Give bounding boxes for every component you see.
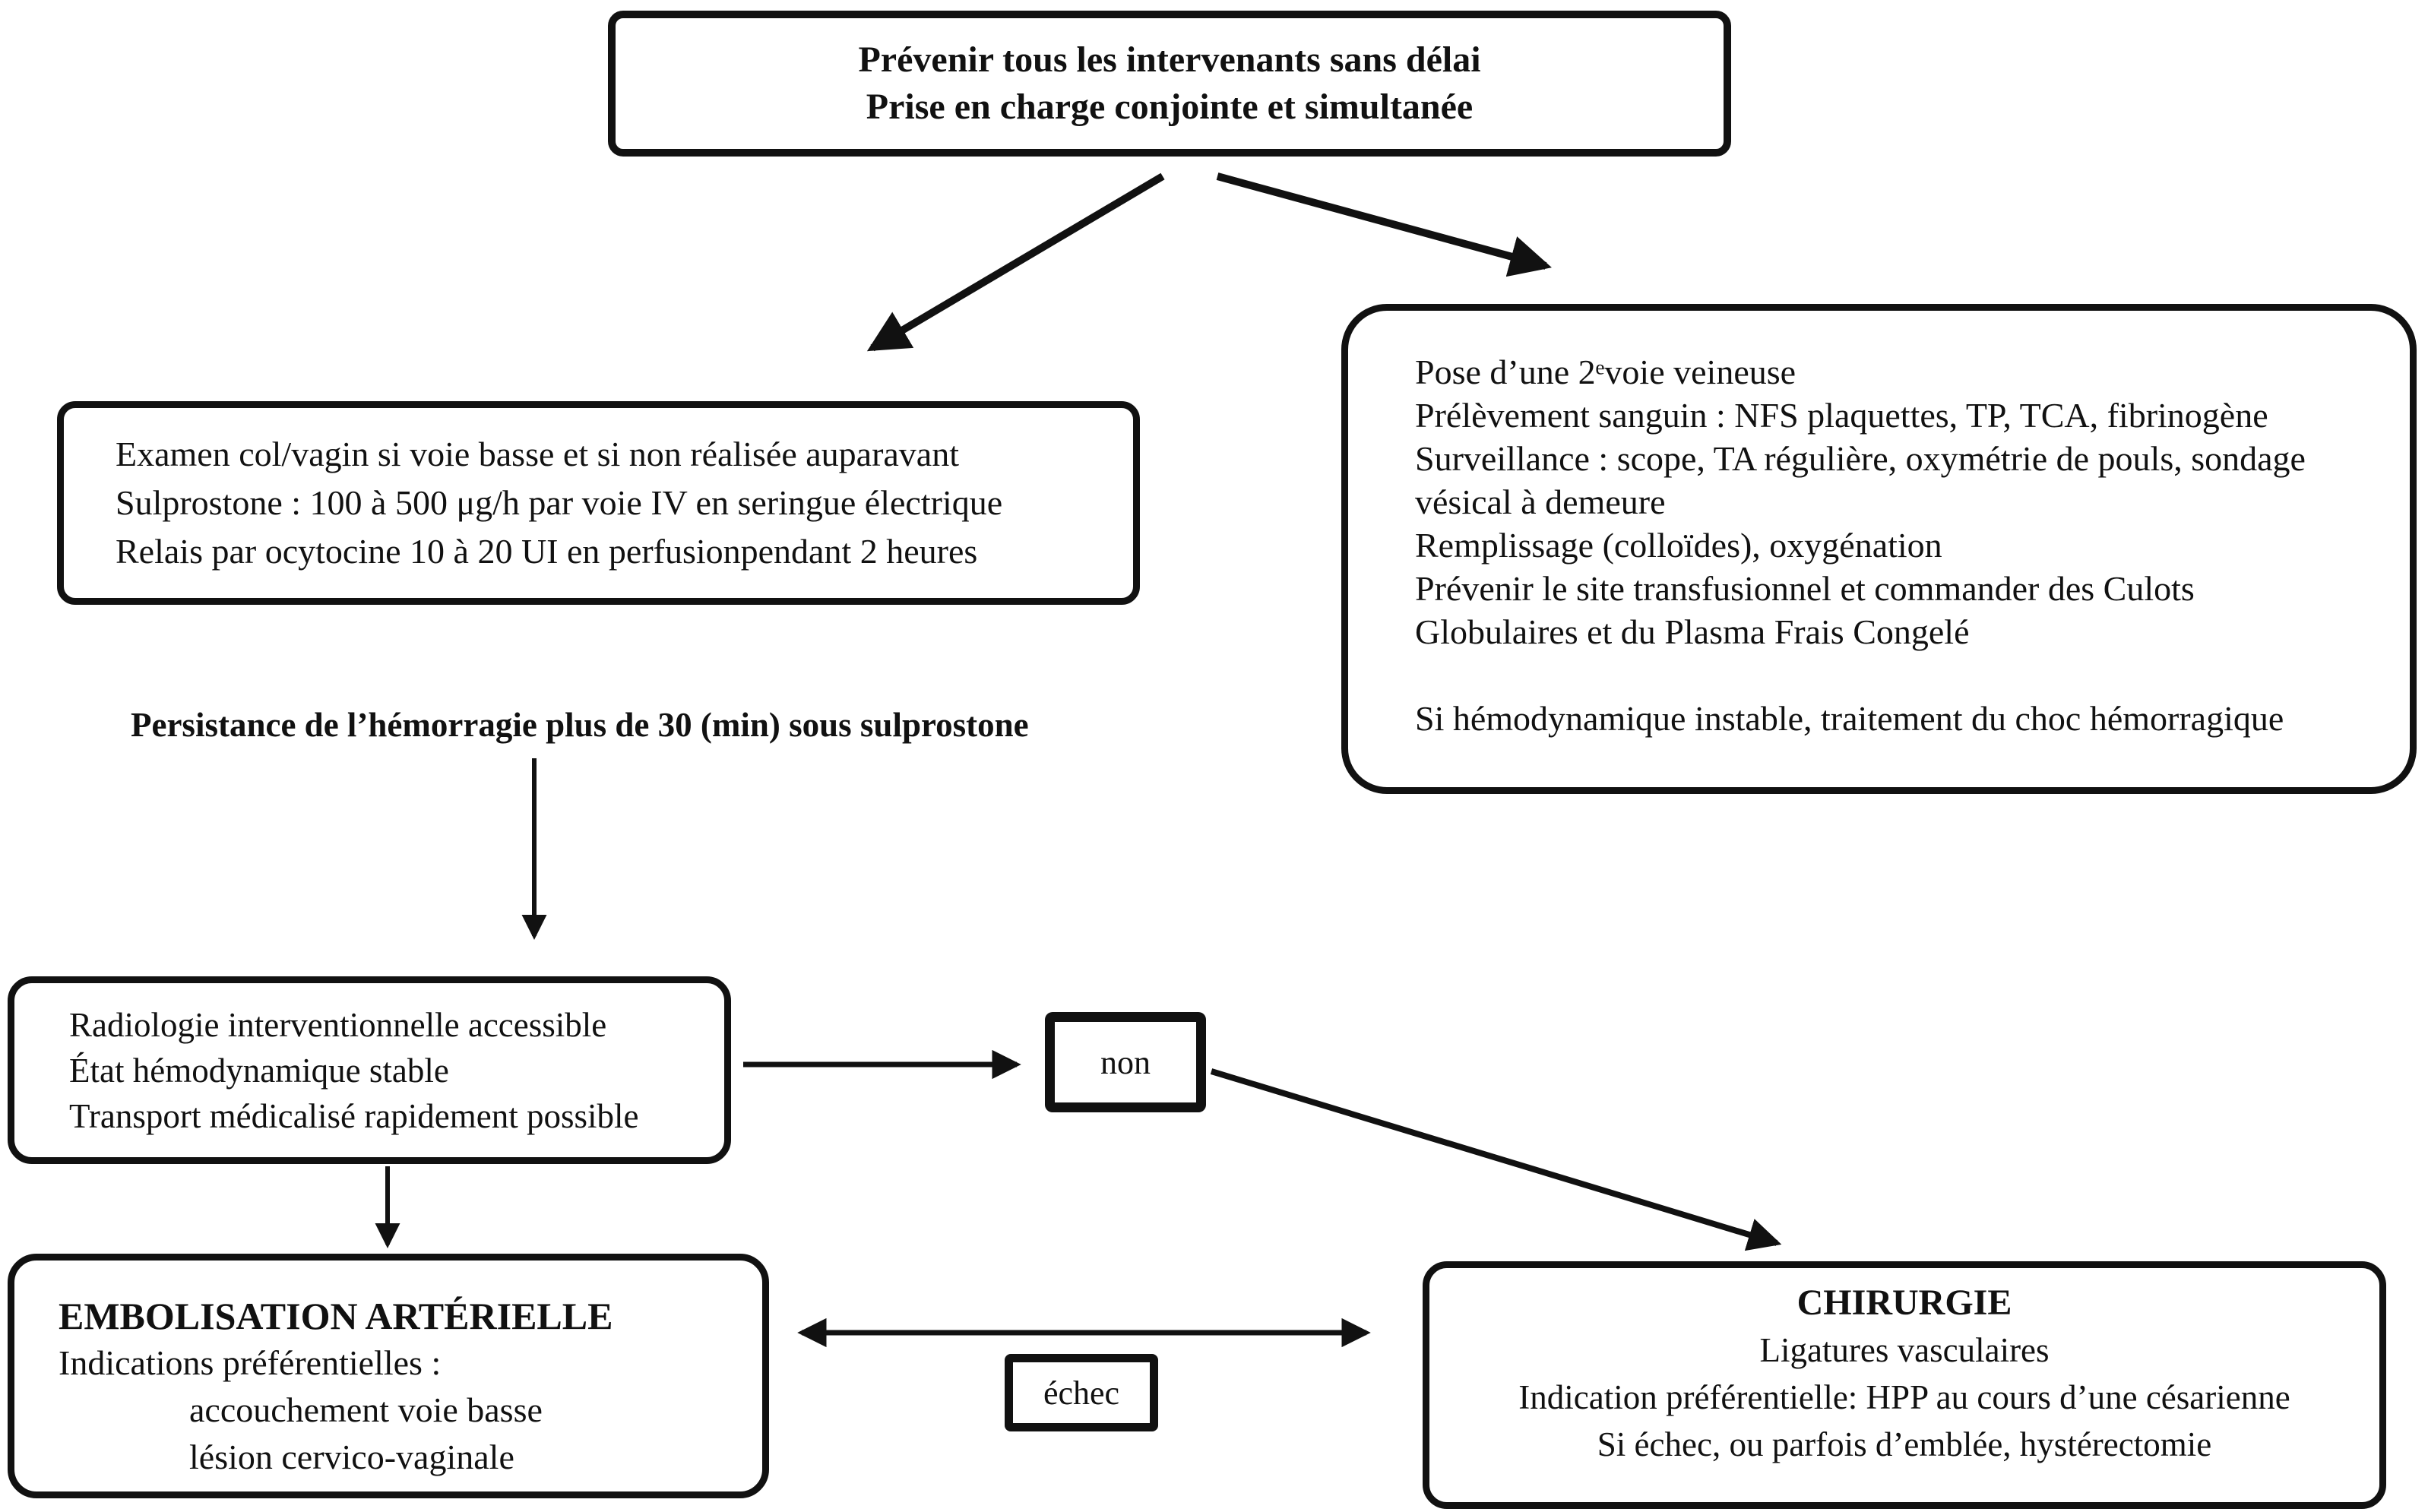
- node-text-line: Surveillance : scope, TA régulière, oxym…: [1415, 439, 2306, 478]
- node-text-line: Indications préférentielles :: [59, 1343, 442, 1382]
- node-prevenir-intervenants: Prévenir tous les intervenants sans déla…: [608, 11, 1731, 157]
- node-embolisation-arterielle: EMBOLISATION ARTÉRIELLE Indications préf…: [8, 1254, 769, 1498]
- node-text-line: Ligatures vasculaires: [1759, 1331, 2050, 1369]
- node-examen-sulprostone: Examen col/vagin si voie basse et si non…: [57, 401, 1140, 605]
- node-text-line: Transport médicalisé rapidement possible: [69, 1096, 639, 1135]
- node-title: EMBOLISATION ARTÉRIELLE: [59, 1295, 613, 1337]
- node-text-line: Sulprostone : 100 à 500 μg/h par voie IV…: [116, 483, 1003, 522]
- node-chirurgie: CHIRURGIE Ligatures vasculaires Indicati…: [1423, 1261, 2386, 1509]
- arrow-top-to-pose: [1216, 172, 1552, 277]
- node-text-line: accouchement voie basse: [189, 1390, 543, 1429]
- node-text-line: Prévenir le site transfusionnel et comma…: [1415, 569, 2195, 608]
- node-title: CHIRURGIE: [1796, 1283, 2012, 1323]
- node-text-line: Prise en charge conjointe et simultanée: [866, 87, 1474, 127]
- node-echec: échec: [1005, 1354, 1158, 1431]
- node-text-line: Prélèvement sanguin : NFS plaquettes, TP…: [1415, 396, 2268, 435]
- node-text-line: Pose d’une 2ᵉvoie veineuse: [1415, 353, 1796, 391]
- node-text-line: Si échec, ou parfois d’emblée, hystérect…: [1597, 1425, 2212, 1463]
- node-text-line: Relais par ocytocine 10 à 20 UI en perfu…: [116, 532, 978, 571]
- node-text-line: Indication préférentielle: HPP au cours …: [1518, 1378, 2290, 1416]
- node-text-line: Examen col/vagin si voie basse et si non…: [116, 435, 959, 473]
- node-text-line: lésion cervico-vaginale: [189, 1438, 514, 1476]
- node-pose-voie-veineuse: Pose d’une 2ᵉvoie veineuse Prélèvement s…: [1341, 304, 2417, 794]
- node-radiologie-criteres: Radiologie interventionnelle accessible …: [8, 976, 731, 1164]
- node-text-line: Remplissage (colloïdes), oxygénation: [1415, 526, 1942, 565]
- node-non: non: [1045, 1012, 1206, 1112]
- arrow-top-to-exam: [866, 172, 1165, 352]
- label-persistance-hemorragie: Persistance de l’hémorragie plus de 30 (…: [131, 706, 1029, 744]
- node-text-line: Radiologie interventionnelle accessible: [69, 1005, 607, 1044]
- node-text-line: échec: [1043, 1374, 1120, 1412]
- node-text-line: non: [1100, 1043, 1151, 1081]
- node-text-line: Globulaires et du Plasma Frais Congelé: [1415, 612, 1970, 651]
- node-text-line: Prévenir tous les intervenants sans déla…: [858, 40, 1481, 80]
- node-text-line: vésical à demeure: [1415, 482, 1666, 521]
- arrow-non-to-chirurgie: [1210, 1068, 1782, 1251]
- node-text-line: État hémodynamique stable: [69, 1051, 449, 1090]
- node-text-line: Si hémodynamique instable, traitement du…: [1415, 699, 2284, 738]
